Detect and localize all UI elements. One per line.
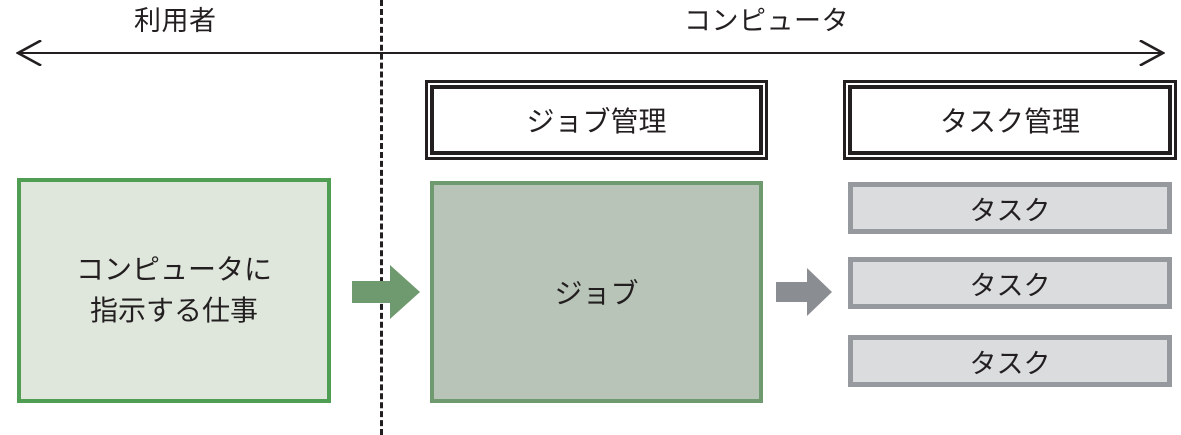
user-work-box-text: コンピュータに 指示する仕事 xyxy=(76,250,272,331)
user-work-box-line1: コンピュータに xyxy=(75,252,272,286)
task-box: タスク xyxy=(848,335,1172,387)
job-management-header: ジョブ管理 xyxy=(425,80,768,160)
arrow-right-icon xyxy=(1139,40,1165,66)
job-box: ジョブ xyxy=(430,181,763,403)
user-work-box: コンピュータに 指示する仕事 xyxy=(17,178,331,403)
job-box-label: ジョブ xyxy=(554,277,639,310)
task-box: タスク xyxy=(848,257,1172,309)
task-box-label: タスク xyxy=(969,195,1051,227)
task-box-label: タスク xyxy=(969,348,1051,380)
job-to-task-arrow xyxy=(776,267,832,317)
axis-label-computer: コンピュータ xyxy=(684,6,849,37)
task-box: タスク xyxy=(848,182,1172,234)
user-computer-divider xyxy=(380,0,383,435)
task-management-header-label: タスク管理 xyxy=(939,105,1080,138)
user-to-job-arrow xyxy=(352,263,420,321)
arrow-left-icon xyxy=(16,40,42,66)
job-management-header-label: ジョブ管理 xyxy=(526,105,667,138)
axis-label-user: 利用者 xyxy=(134,6,217,37)
user-work-box-line2: 指示する仕事 xyxy=(89,293,258,327)
task-box-label: タスク xyxy=(969,270,1051,302)
task-management-header: タスク管理 xyxy=(843,80,1177,160)
axis-line xyxy=(18,52,1163,54)
